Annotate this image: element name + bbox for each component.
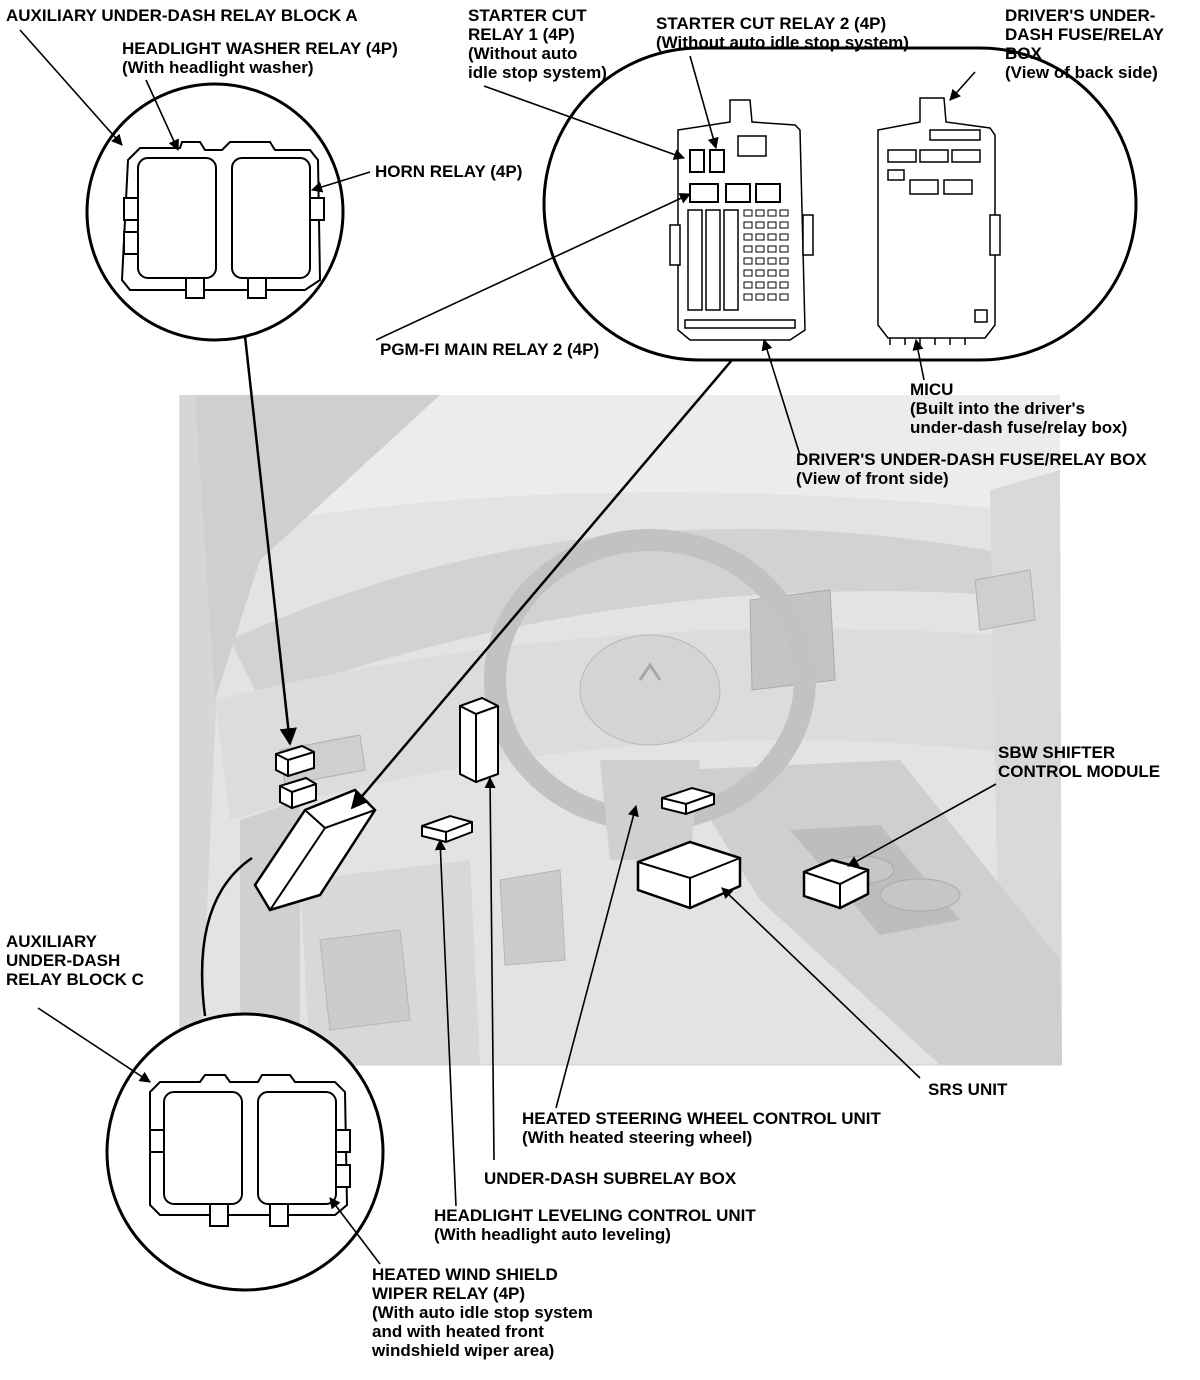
label-line: STARTER CUT RELAY 2 (4P) [656,14,887,33]
heated-steering-unit-component [661,786,715,816]
driver-fuse-relay-box-component [253,788,377,912]
aux-block-a-component [275,744,315,778]
label-pgm-fi-main-relay-2: PGM-FI MAIN RELAY 2 (4P) [380,340,599,359]
detail-circle-aux-block-a [85,82,345,342]
label-line: (With auto idle stop system [372,1303,593,1322]
label-line: (With headlight washer) [122,58,314,77]
label-line: (View of back side) [1005,63,1158,82]
label-line: HEADLIGHT WASHER RELAY (4P) [122,39,398,58]
label-line: RELAY BLOCK C [6,970,144,989]
label-under-dash-subrelay-box: UNDER-DASH SUBRELAY BOX [484,1169,736,1188]
label-line: AUXILIARY [6,932,97,951]
label-line: idle stop system) [468,63,607,82]
label-line: CONTROL MODULE [998,762,1161,781]
label-line: SRS UNIT [928,1080,1008,1099]
label-line: DRIVER'S UNDER- [1005,6,1156,25]
connector-lines [200,335,733,1017]
label-line: HEATED STEERING WHEEL CONTROL UNIT [522,1109,881,1128]
label-line: BOX [1005,44,1042,63]
label-line: HORN RELAY (4P) [375,162,523,181]
label-line: HEATED WIND SHIELD [372,1265,558,1284]
label-line: (Without auto [468,44,578,63]
label-line: AUXILIARY UNDER-DASH RELAY BLOCK A [6,6,358,25]
under-dash-subrelay-box-component [459,696,499,784]
label-starter-cut-relay-1: STARTER CUT RELAY 1 (4P) (Without auto i… [468,6,607,82]
label-heated-steering-unit: HEATED STEERING WHEEL CONTROL UNIT (With… [522,1109,881,1147]
label-driver-fuse-box-front: DRIVER'S UNDER-DASH FUSE/RELAY BOX (View… [796,450,1147,488]
label-headlight-leveling-unit: HEADLIGHT LEVELING CONTROL UNIT (With he… [434,1206,756,1244]
label-line: RELAY 1 (4P) [468,25,575,44]
label-driver-fuse-box-back: DRIVER'S UNDER- DASH FUSE/RELAY BOX (Vie… [1005,6,1164,82]
label-line: DASH FUSE/RELAY [1005,25,1165,44]
aux-block-c-component [279,776,317,810]
leader-arrows [19,29,997,1265]
detail-capsule-fuse-box [542,46,1138,362]
label-heated-windshield-wiper-relay: HEATED WIND SHIELD WIPER RELAY (4P) (Wit… [372,1265,593,1360]
component-boxes [253,696,870,912]
label-srs-unit: SRS UNIT [928,1080,1007,1099]
detail-circle-aux-block-c [105,1012,385,1292]
label-line: UNDER-DASH SUBRELAY BOX [484,1169,737,1188]
vehicle-interior-scene [179,395,1062,1066]
label-line: (View of front side) [796,469,949,488]
label-line: STARTER CUT [468,6,587,25]
label-aux-relay-block-c: AUXILIARY UNDER-DASH RELAY BLOCK C [6,932,144,989]
label-line: (With heated steering wheel) [522,1128,753,1147]
label-horn-relay: HORN RELAY (4P) [375,162,522,181]
label-line: MICU [910,380,954,399]
label-line: (Without auto idle stop system) [656,33,909,52]
label-sbw-shifter-module: SBW SHIFTER CONTROL MODULE [998,743,1160,781]
label-line: WIPER RELAY (4P) [372,1284,526,1303]
label-headlight-washer-relay: HEADLIGHT WASHER RELAY (4P) (With headli… [122,39,398,77]
srs-unit-component [636,840,742,910]
label-line: (With headlight auto leveling) [434,1225,671,1244]
label-aux-relay-block-a: AUXILIARY UNDER-DASH RELAY BLOCK A [6,6,358,25]
label-line: DRIVER'S UNDER-DASH FUSE/RELAY BOX [796,450,1147,469]
fuse-box-back-view [877,97,1001,345]
label-line: windshield wiper area) [372,1341,555,1360]
label-line: HEADLIGHT LEVELING CONTROL UNIT [434,1206,756,1225]
label-starter-cut-relay-2: STARTER CUT RELAY 2 (4P) (Without auto i… [656,14,909,52]
sbw-shifter-component [802,858,870,910]
label-line: (Built into the driver's [910,399,1085,418]
label-micu: MICU (Built into the driver's under-dash… [910,380,1127,437]
label-line: under-dash fuse/relay box) [910,418,1128,437]
fuse-box-front-view [669,99,814,341]
label-line: and with heated front [372,1322,544,1341]
label-line: UNDER-DASH [6,951,121,970]
label-line: SBW SHIFTER [998,743,1116,762]
label-line: PGM-FI MAIN RELAY 2 (4P) [380,340,600,359]
